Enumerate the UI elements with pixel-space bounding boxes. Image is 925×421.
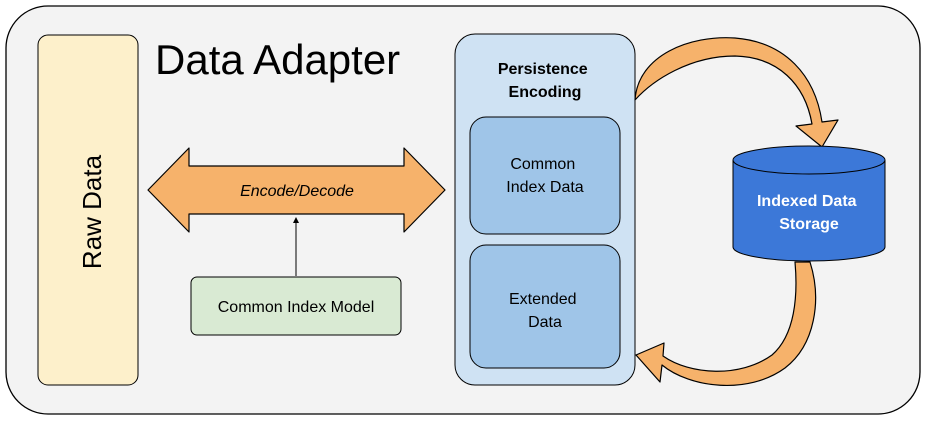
data-adapter-title: Data Adapter <box>155 36 400 83</box>
extended-data-line1: Extended <box>509 291 577 308</box>
common-index-model-box <box>190 276 402 336</box>
persistence-title-line1: Persistence <box>498 61 588 78</box>
raw-data-panel <box>37 34 139 386</box>
storage-line2: Storage <box>779 216 839 233</box>
store-curved-arrow <box>634 37 839 148</box>
common-index-data-box <box>469 116 621 235</box>
common-index-data-label: Common Index Data <box>506 156 583 196</box>
extended-data-box <box>469 244 621 369</box>
common-index-model-label: Common Index Model <box>218 299 375 316</box>
raw-data-label: Raw Data <box>77 154 107 269</box>
common-index-data-line1: Common <box>510 156 575 173</box>
common-index-data-line2: Index Data <box>506 179 583 196</box>
indexed-data-storage-top <box>732 145 886 175</box>
indexed-data-storage-cylinder <box>732 160 886 262</box>
storage-line1: Indexed Data <box>757 193 857 210</box>
persistence-title-line2: Encoding <box>509 84 582 101</box>
indexed-data-storage-label: Indexed Data Storage <box>757 193 861 233</box>
encode-decode-arrow <box>147 147 446 233</box>
retrieve-curved-arrow <box>635 261 817 386</box>
extended-data-label: Extended Data <box>509 291 581 331</box>
extended-data-line2: Data <box>528 314 562 331</box>
encode-decode-label: Encode/Decode <box>240 183 354 200</box>
persistence-encoding-title: Persistence Encoding <box>498 61 592 101</box>
